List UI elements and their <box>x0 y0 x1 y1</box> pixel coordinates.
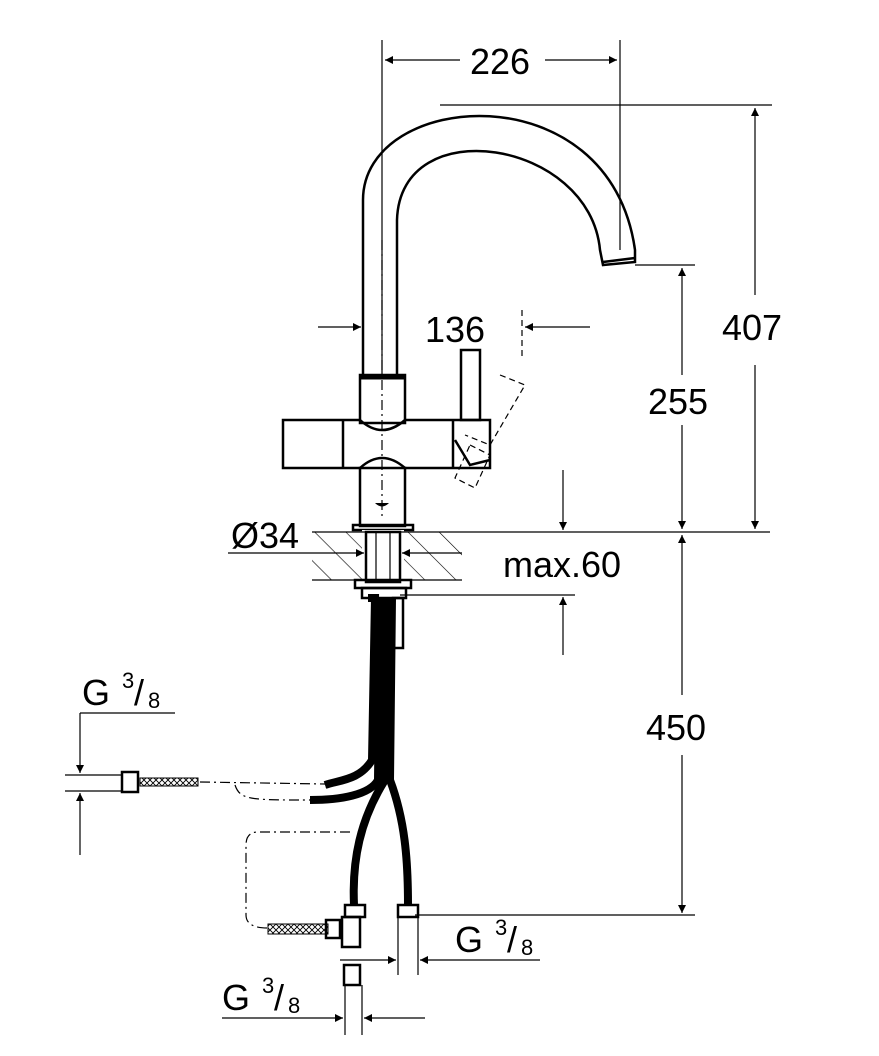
thread-den: 8 <box>148 688 160 713</box>
dim-hose-length: 450 <box>646 707 706 748</box>
thread-label-bottom: G 3 / 8 <box>222 973 300 1018</box>
thread-slash: / <box>507 919 517 960</box>
thread-slash: / <box>134 672 144 713</box>
dim-max-thickness: max.60 <box>503 544 621 585</box>
thread-num: 3 <box>122 668 134 693</box>
thread-base: G <box>82 672 110 713</box>
dim-lever-clearance: 136 <box>425 309 485 350</box>
thread-slash: / <box>274 977 284 1018</box>
dim-spout-reach: 226 <box>470 41 530 82</box>
hoses <box>120 594 420 987</box>
thread-label-left: G 3 / 8 <box>82 668 160 713</box>
dim-total-height: 407 <box>722 307 782 348</box>
spout <box>361 114 637 520</box>
dim-diameter: Ø34 <box>231 515 299 556</box>
thread-num: 3 <box>495 915 507 940</box>
thread-base: G <box>455 919 483 960</box>
dimension-lines <box>65 40 772 1035</box>
thread-label-right: G 3 / 8 <box>455 915 533 960</box>
thread-den: 8 <box>288 993 300 1018</box>
faucet-body <box>281 310 526 532</box>
thread-base: G <box>222 977 250 1018</box>
thread-den: 8 <box>521 935 533 960</box>
countertop <box>312 530 770 650</box>
dim-spout-height: 255 <box>648 381 708 422</box>
thread-num: 3 <box>262 973 274 998</box>
